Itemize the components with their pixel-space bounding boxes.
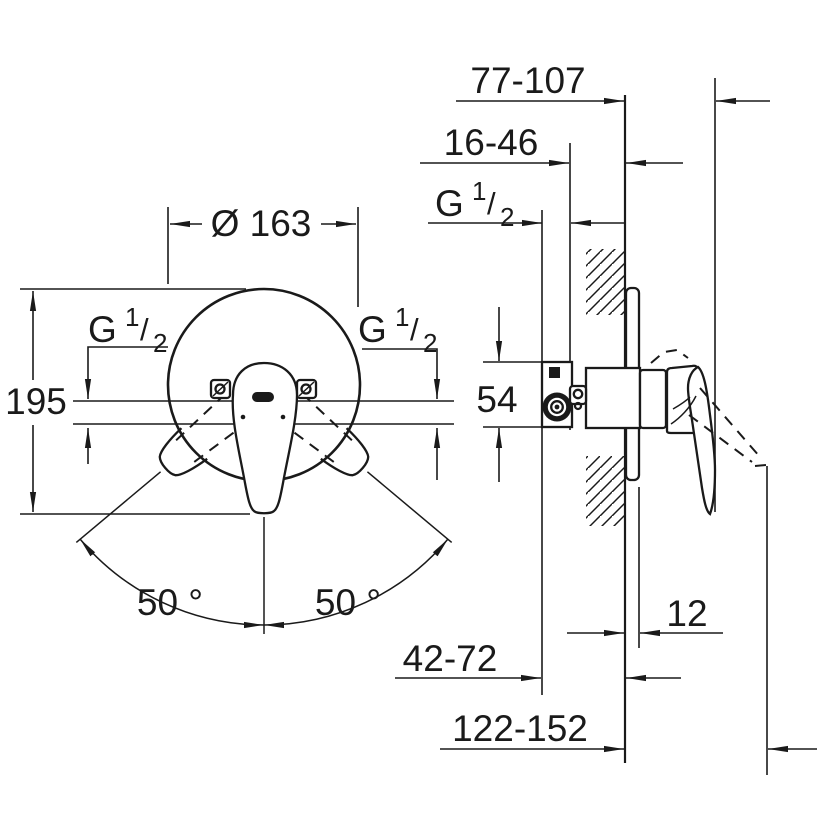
wall-hatch-top (586, 249, 625, 315)
dim-overall-depth: 122-152 (440, 708, 817, 753)
handle-dot-right (280, 414, 286, 420)
angle-label-left: 50 ° (137, 582, 203, 623)
plate-thickness-label: 12 (666, 593, 707, 634)
lever-handle-side (665, 364, 717, 516)
wall-hatch-bottom (586, 456, 625, 526)
overall-depth-label: 122-152 (452, 708, 588, 749)
thread-label-side: G 1 / 2 (428, 176, 625, 232)
dim-diameter: Ø 163 (167, 203, 359, 307)
body-to-wall-label: 42-72 (403, 638, 498, 679)
lever-swing-left (62, 391, 252, 559)
concealed-depth-label: 16-46 (444, 122, 539, 163)
dim-concealed-depth: 16-46 (420, 122, 683, 167)
diameter-label: Ø 163 (211, 203, 312, 244)
union-nut (542, 392, 572, 422)
thread-text-right: G 1 / 2 (358, 302, 437, 358)
height-label: 195 (5, 381, 67, 422)
dim-plate-thickness: 12 (567, 593, 723, 637)
inlet-height-label: 54 (476, 379, 517, 420)
thread-label-left: G 1 / 2 (84, 302, 168, 464)
lever-handle-front (231, 361, 299, 515)
angle-label-right: 50 ° (315, 582, 381, 623)
angle-arc-right (263, 538, 449, 629)
dim-wall-to-lever: 77-107 (456, 60, 770, 105)
stop-clip-left (209, 378, 232, 400)
thread-label-right: G 1 / 2 (358, 302, 441, 480)
thread-text-left: G 1 / 2 (88, 302, 167, 358)
lever-swing-side (650, 348, 767, 467)
dim-height-195: 195 (5, 291, 67, 512)
handle-dot-left (240, 414, 246, 420)
thread-text-side: G 1 / 2 (435, 176, 514, 232)
cartridge-body (584, 366, 642, 430)
angle-arc-left (79, 538, 265, 629)
handle-sleeve (638, 368, 668, 430)
side-view: 77-107 16-46 G 1 / 2 54 (395, 60, 817, 775)
dim-inlet-height: 54 (476, 307, 542, 482)
handle-logo-mark (252, 392, 274, 402)
rough-in-body (540, 360, 588, 429)
front-view: 50 ° 50 ° Ø 163 195 G 1 / (5, 203, 466, 634)
dim-angle-right: 50 ° (263, 538, 449, 629)
stop-clip-right (295, 378, 318, 400)
wall-to-lever-label: 77-107 (470, 60, 585, 101)
dim-angle-left: 50 ° (79, 538, 265, 629)
dim-body-to-wall: 42-72 (395, 638, 681, 682)
